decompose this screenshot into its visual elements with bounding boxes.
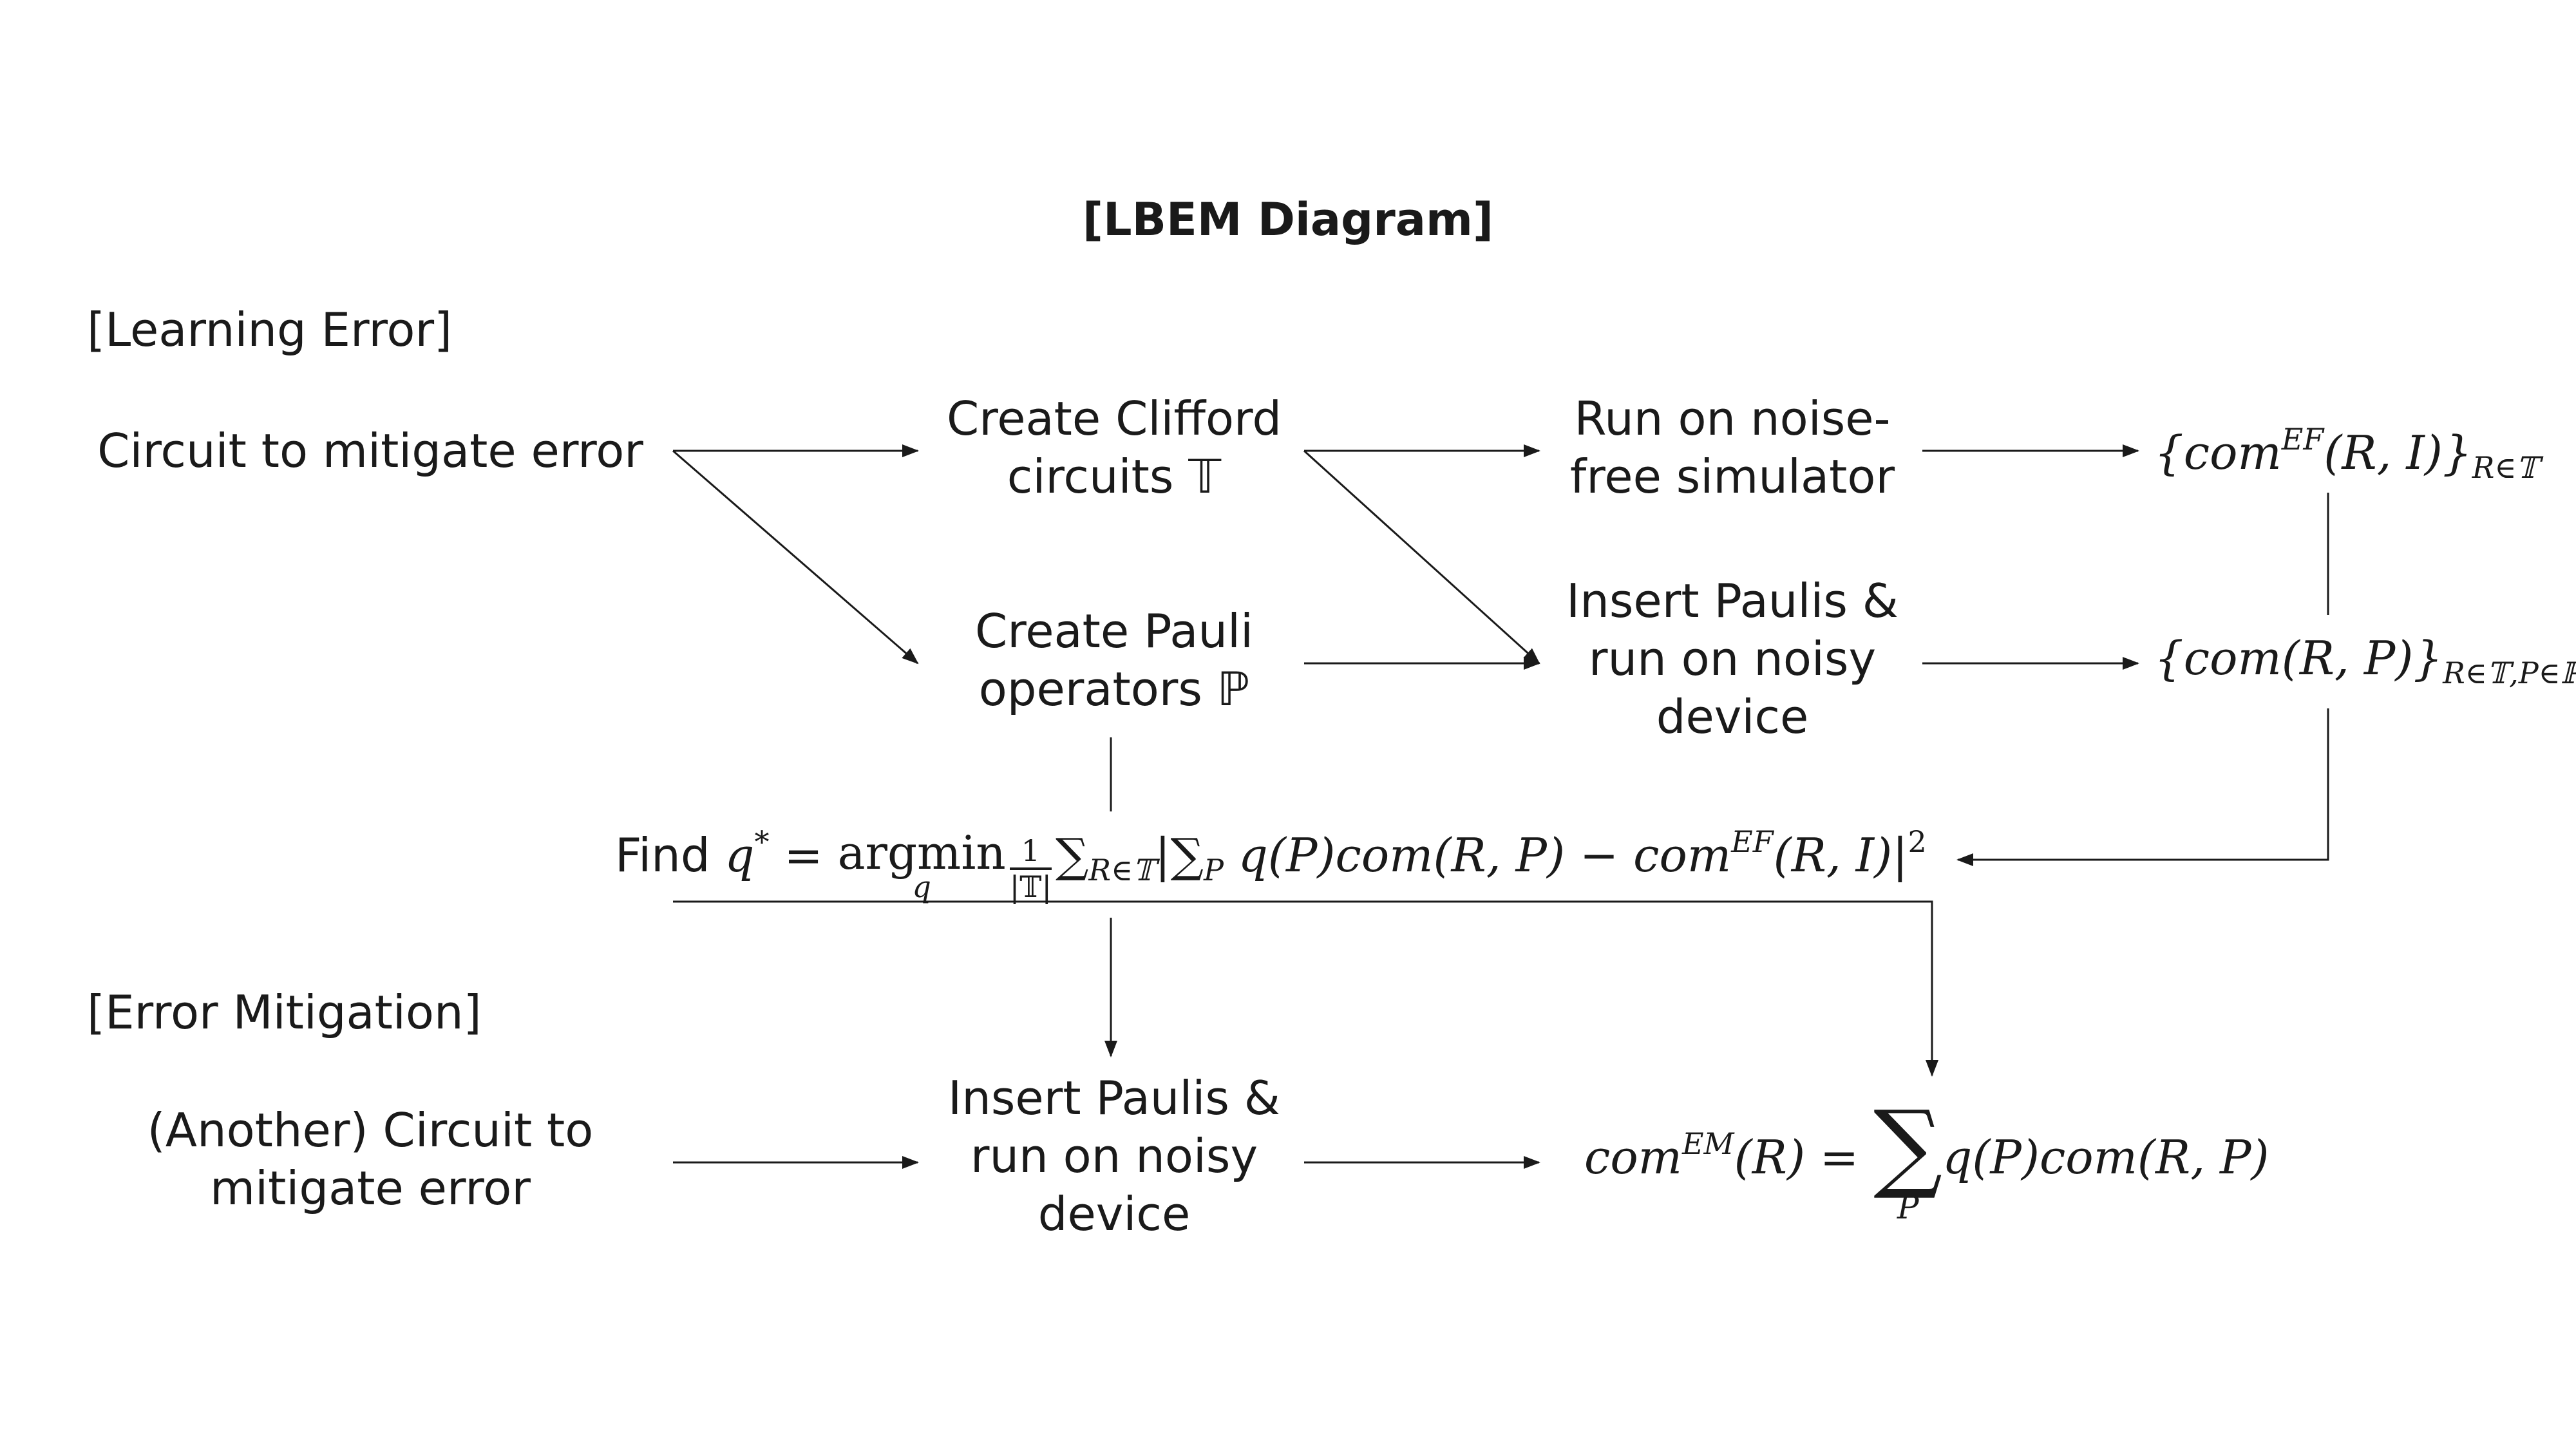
fraction-one-over-t: 1|𝕋| [1009, 833, 1052, 904]
node-noisy-device-mitigation: Insert Paulis & run on noisy device [948, 1071, 1280, 1241]
section-error-mitigation: [Error Mitigation] [87, 985, 482, 1039]
node-noise-free-simulator: Run on noise- free simulator [1569, 392, 1895, 504]
arrow-clifford-to-noisy [1303, 450, 1540, 665]
arrow-circuit-to-pauli [672, 450, 919, 665]
arrow-optimization-to-result [673, 900, 1938, 1077]
node-create-pauli: Create Pauli operators ℙ [974, 604, 1254, 716]
formula-noisy-set: {com(R, P)}R∈𝕋,P∈ℙ [2154, 631, 2576, 690]
node-circuit-to-mitigate: Circuit to mitigate error [97, 424, 643, 478]
node-another-circuit: (Another) Circuit to mitigate error [147, 1103, 594, 1215]
section-learning-error: [Learning Error] [87, 303, 453, 357]
node-create-clifford: Create Clifford circuits 𝕋 [946, 392, 1282, 504]
formula-ef-set: {comEF(R, I)}R∈𝕋 [2154, 422, 2539, 485]
node-noisy-device: Insert Paulis & run on noisy device [1566, 574, 1899, 744]
summation-over-p: ∑P [1873, 1090, 1943, 1226]
diagram-title: [LBEM Diagram] [1083, 193, 1493, 246]
arrow-sets-to-optimization [1956, 708, 2329, 866]
